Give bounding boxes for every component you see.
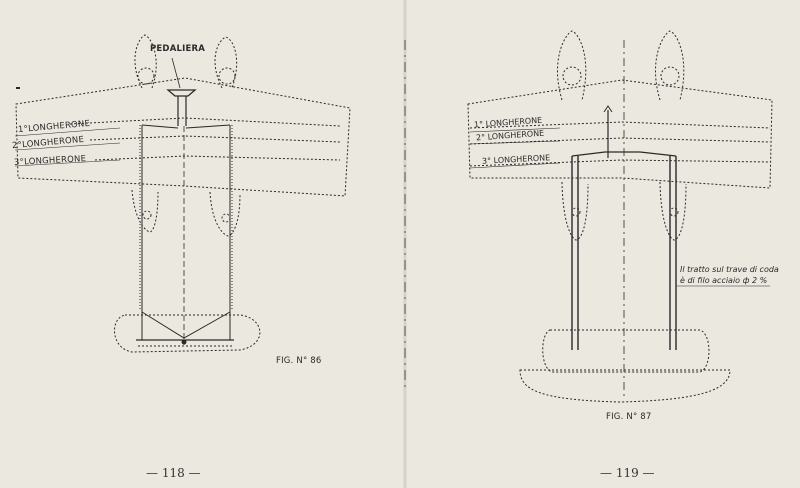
figure-86-drawing <box>14 34 351 353</box>
fig-87-caption: FIG. N° 87 <box>606 412 652 422</box>
tailplane-right <box>542 329 710 373</box>
left-boom-nose-2 <box>214 36 238 89</box>
right-boom-nose-1 <box>557 30 587 101</box>
cable-note-line-2: è di filo acciaio ф 2 % <box>680 276 768 285</box>
cable-note-line-1: Il tratto sul trave di coda <box>680 265 779 274</box>
fig-86-caption: FIG. N° 86 <box>276 356 322 366</box>
pedaliera-label: PEDALIERA <box>150 44 205 54</box>
page-number-right: — 119 — <box>600 466 655 480</box>
cable-note: Il tratto sul trave di coda è di filo ac… <box>680 264 779 286</box>
right-boom-nose-2 <box>655 30 685 101</box>
tailplane-left <box>114 314 261 353</box>
left-boom-nose-1 <box>134 34 157 89</box>
page-number-left: — 118 — <box>146 466 201 480</box>
figure-87-drawing <box>467 30 773 403</box>
